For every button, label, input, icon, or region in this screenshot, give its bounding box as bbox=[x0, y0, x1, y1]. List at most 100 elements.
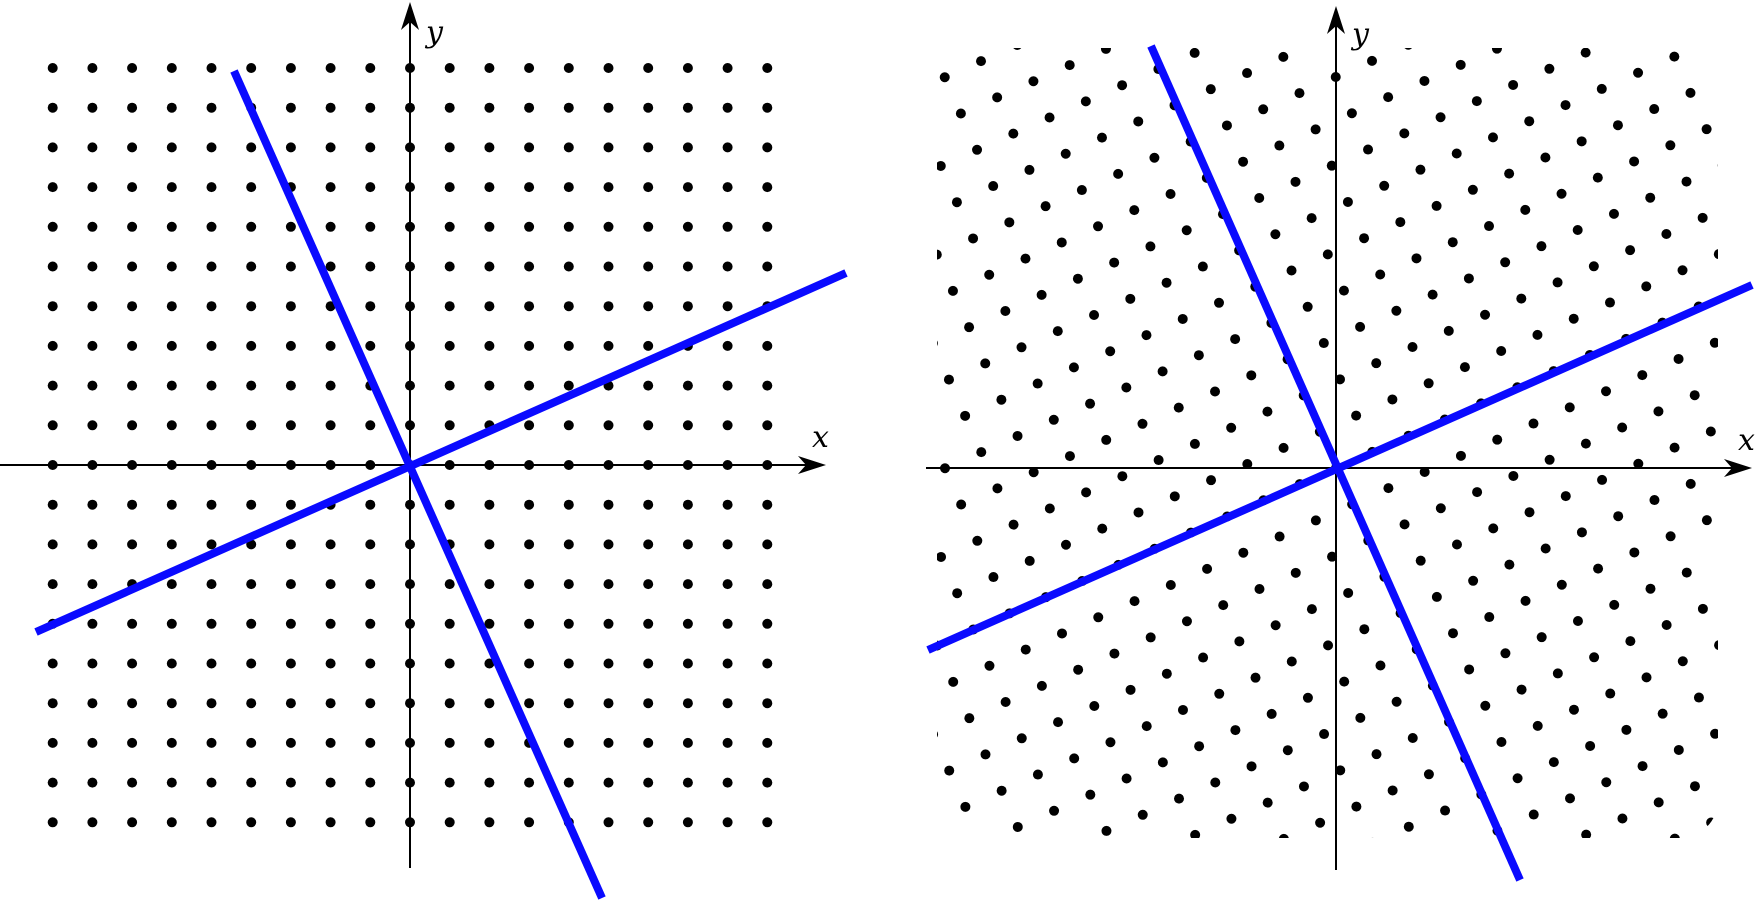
lattice-dot bbox=[166, 539, 177, 550]
lattice-dot bbox=[1004, 217, 1015, 228]
lattice-dot bbox=[563, 261, 574, 272]
lattice-dot bbox=[643, 539, 654, 550]
lattice-dot bbox=[1399, 519, 1410, 530]
lattice-dot bbox=[722, 777, 733, 788]
lattice-dot bbox=[563, 658, 574, 669]
lattice-dot bbox=[285, 420, 296, 431]
lattice-dot bbox=[1238, 547, 1249, 558]
lattice-dot bbox=[1100, 48, 1111, 54]
lattice-dot bbox=[1572, 225, 1583, 236]
lattice-dot bbox=[127, 221, 138, 232]
lattice-dot bbox=[47, 340, 58, 351]
lattice-dot bbox=[127, 63, 138, 73]
lattice-dot bbox=[1049, 805, 1060, 816]
lattice-dot bbox=[1464, 664, 1475, 675]
lattice-dot bbox=[1069, 753, 1080, 764]
lattice-dot bbox=[444, 817, 455, 828]
lattice-dot bbox=[365, 698, 376, 709]
lattice-dot bbox=[47, 63, 58, 73]
lattice-dot bbox=[1254, 583, 1265, 594]
lattice-dot bbox=[365, 261, 376, 272]
square-lattice-panel: x y bbox=[0, 2, 848, 900]
lattice-dot bbox=[1665, 531, 1676, 542]
lattice-dot bbox=[1697, 603, 1708, 614]
lattice-dot bbox=[1157, 757, 1168, 768]
lattice-dot bbox=[166, 182, 177, 193]
lattice-dot bbox=[47, 142, 58, 153]
lattice-dot bbox=[47, 777, 58, 788]
lattice-dot bbox=[87, 579, 98, 590]
lattice-dot bbox=[1315, 817, 1326, 828]
lattice-dot bbox=[47, 737, 58, 748]
lattice-dot bbox=[1431, 200, 1442, 211]
blue-line bbox=[230, 69, 606, 900]
lattice-dot bbox=[325, 579, 336, 590]
lattice-dot bbox=[127, 658, 138, 669]
lattice-dot bbox=[1528, 418, 1539, 429]
lattice-dot bbox=[762, 579, 773, 590]
lattice-dot bbox=[1008, 128, 1019, 139]
lattice-dot bbox=[682, 380, 693, 391]
lattice-dot bbox=[87, 182, 98, 193]
lattice-dot bbox=[1689, 390, 1700, 401]
lattice-dot bbox=[1496, 736, 1507, 747]
lattice-dot bbox=[1540, 152, 1551, 163]
lattice-dot bbox=[87, 420, 98, 431]
lattice-dot bbox=[325, 420, 336, 431]
lattice-dot bbox=[484, 182, 495, 193]
lattice-dot bbox=[682, 737, 693, 748]
lattice-dot bbox=[206, 221, 217, 232]
lattice-dot bbox=[1210, 386, 1221, 397]
blue-line bbox=[34, 269, 848, 636]
lattice-dot bbox=[1585, 740, 1596, 751]
lattice-dot bbox=[1593, 563, 1604, 574]
lattice-dot bbox=[643, 142, 654, 153]
lattice-dot bbox=[484, 817, 495, 828]
lattice-dot bbox=[943, 374, 954, 385]
lattice-dot bbox=[484, 737, 495, 748]
lattice-dot bbox=[1085, 789, 1096, 800]
lattice-dot bbox=[682, 817, 693, 828]
lattice-dot bbox=[524, 579, 535, 590]
lattice-dot bbox=[524, 658, 535, 669]
lattice-dot bbox=[1096, 132, 1107, 143]
lattice-dot bbox=[444, 737, 455, 748]
lattice-dot bbox=[643, 380, 654, 391]
lattice-dot bbox=[563, 698, 574, 709]
lattice-dot bbox=[1673, 353, 1684, 364]
lattice-dot bbox=[246, 698, 257, 709]
lattice-dot bbox=[285, 579, 296, 590]
lattice-dot bbox=[1371, 749, 1382, 760]
lattice-dot bbox=[47, 499, 58, 510]
lattice-dot bbox=[127, 539, 138, 550]
lattice-dot bbox=[365, 301, 376, 312]
lattice-dot bbox=[1568, 704, 1579, 715]
lattice-dot bbox=[1601, 386, 1612, 397]
lattice-dot bbox=[643, 182, 654, 193]
lattice-dot bbox=[1234, 636, 1245, 647]
lattice-dot bbox=[1520, 204, 1531, 215]
lattice-dot bbox=[972, 144, 983, 155]
lattice-dot bbox=[1310, 124, 1321, 135]
lattice-dot bbox=[1714, 640, 1718, 651]
lattice-dot bbox=[1451, 148, 1462, 159]
lattice-dot bbox=[1625, 245, 1636, 256]
lattice-dot bbox=[977, 838, 987, 848]
lattice-dot bbox=[1435, 112, 1446, 123]
lattice-dot bbox=[984, 269, 995, 280]
lattice-dot bbox=[166, 579, 177, 590]
lattice-dot bbox=[1604, 297, 1615, 308]
lattice-dot bbox=[1532, 329, 1543, 340]
lattice-dot bbox=[1367, 55, 1378, 66]
lattice-dot bbox=[1580, 48, 1591, 58]
lattice-dot bbox=[937, 729, 939, 740]
lattice-dot bbox=[1491, 48, 1502, 54]
lattice-dot bbox=[682, 420, 693, 431]
lattice-dot bbox=[643, 261, 654, 272]
lattice-dot bbox=[1359, 624, 1370, 635]
lattice-dot bbox=[444, 102, 455, 113]
lattice-dot bbox=[1202, 563, 1213, 574]
lattice-dot bbox=[1710, 728, 1718, 739]
lattice-dot bbox=[1068, 362, 1079, 373]
lattice-dot bbox=[1351, 410, 1362, 421]
